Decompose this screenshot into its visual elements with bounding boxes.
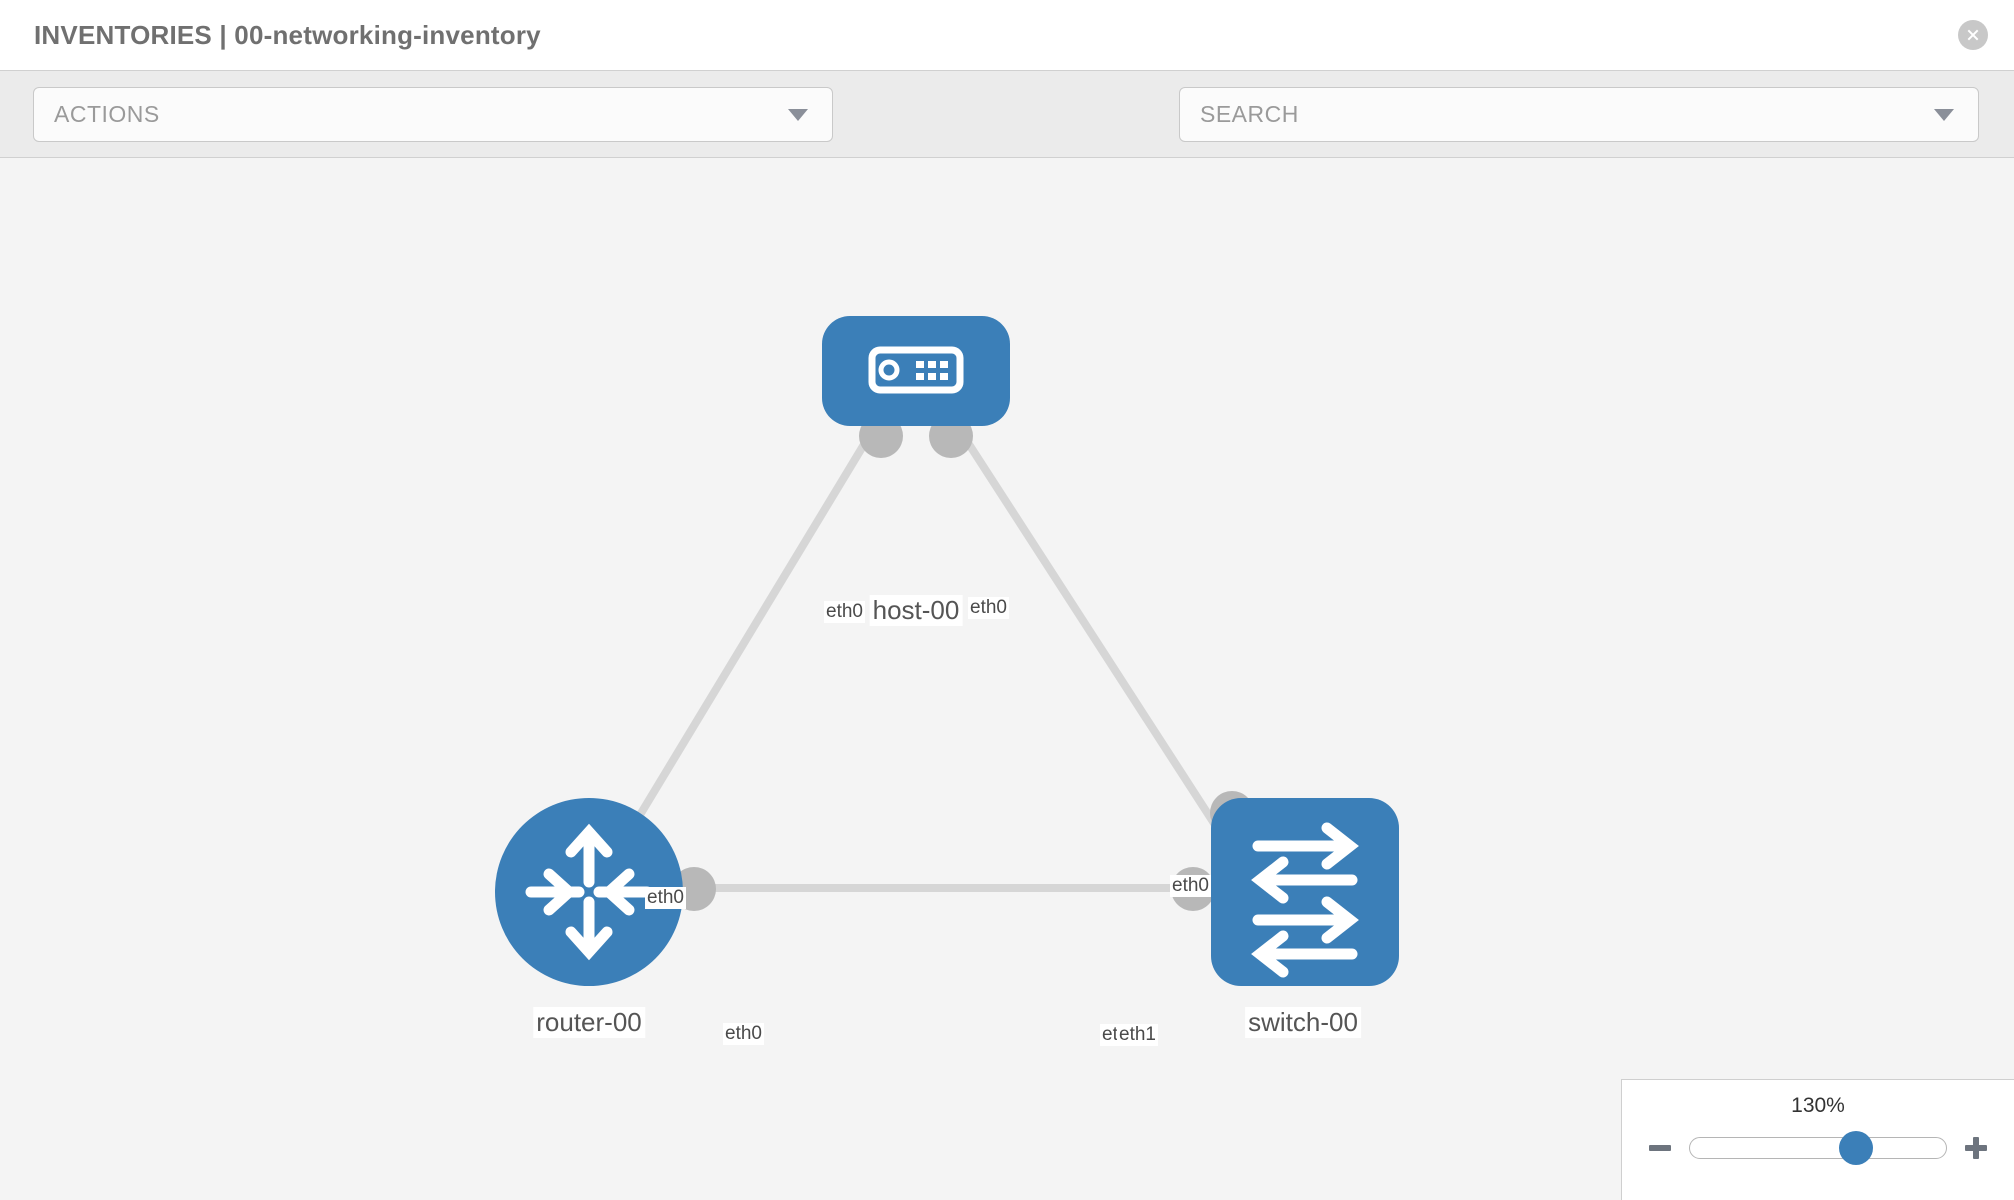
node-switch-00[interactable] (1211, 798, 1399, 986)
node-label-host-00: host-00 (869, 595, 963, 626)
page-title: INVENTORIES | 00-networking-inventory (34, 19, 541, 50)
zoom-slider[interactable] (1689, 1131, 1947, 1165)
chevron-down-icon (788, 108, 808, 121)
zoom-level-value: 130% (1791, 1094, 1845, 1117)
chevron-down-icon (1934, 108, 1954, 121)
node-router-00[interactable] (495, 798, 683, 986)
page-header: INVENTORIES | 00-networking-inventory (0, 0, 2014, 70)
topology-canvas[interactable]: eth0 eth0 eth0 eth0 eth0 eth0 eth1 host-… (0, 158, 2014, 1200)
link-host-switch (948, 415, 1234, 851)
topology-endpoints (672, 414, 1254, 911)
actions-dropdown[interactable]: ACTIONS (33, 87, 833, 142)
zoom-out-button[interactable] (1647, 1135, 1673, 1161)
server-icon (868, 346, 964, 394)
zoom-slider-row (1622, 1128, 2014, 1168)
node-label-router-00: router-00 (533, 1007, 645, 1038)
zoom-slider-thumb[interactable] (1839, 1131, 1874, 1165)
search-placeholder: SEARCH (1200, 101, 1299, 127)
switch-arrows-icon (1251, 822, 1359, 978)
zoom-control-panel: 130% (1621, 1079, 2014, 1200)
zoom-in-button[interactable] (1963, 1135, 1989, 1161)
search-input[interactable]: SEARCH (1179, 87, 1979, 142)
router-arrows-icon (525, 823, 653, 961)
iface-label: eth1 (1117, 1024, 1158, 1046)
topology-links (616, 415, 1234, 892)
iface-label: eth0 (645, 887, 686, 909)
node-host-00[interactable] (822, 316, 1010, 426)
close-icon[interactable] (1958, 20, 1988, 50)
iface-label: eth0 (1170, 875, 1211, 897)
actions-dropdown-label: ACTIONS (54, 101, 160, 127)
iface-label: eth0 (824, 601, 865, 623)
topology-graph (495, 316, 1399, 986)
topology-toolbar: ACTIONS (0, 70, 2014, 196)
link-host-router (616, 415, 884, 851)
iface-label: eth0 (968, 597, 1009, 619)
node-label-switch-00: switch-00 (1245, 1007, 1361, 1038)
iface-label: eth0 (723, 1023, 764, 1045)
